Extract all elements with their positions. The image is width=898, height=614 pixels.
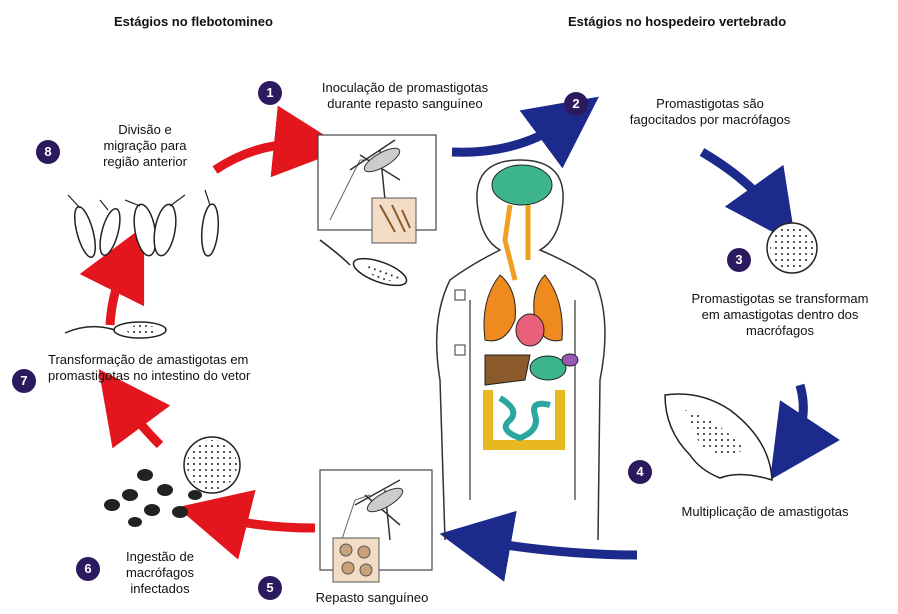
arrow-8-to-1 xyxy=(215,144,310,170)
step-8-line2: migração para xyxy=(70,138,220,154)
step-5-badge: 5 xyxy=(258,576,282,600)
step-2-line2: fagocitados por macrófagos xyxy=(600,112,820,128)
arrow-2-to-3 xyxy=(702,152,775,215)
dividing-promastigotes-illustration xyxy=(68,190,220,259)
step-6-line1: Ingestão de xyxy=(100,549,220,565)
header-host-stages: Estágios no hospedeiro vertebrado xyxy=(568,14,786,29)
step-4-label: Multiplicação de amastigotas xyxy=(650,504,880,520)
step-7-line1: Transformação de amastigotas em xyxy=(48,352,338,368)
step-7-line2: promastigotas no intestino do vetor xyxy=(48,368,338,384)
step-6-line2: macrófagos xyxy=(100,565,220,581)
sandfly-bloodmeal-illustration xyxy=(320,470,432,582)
promastigote-illustration xyxy=(320,240,410,291)
arrow-4-to-5 xyxy=(475,540,637,555)
step-3-line1: Promastigotas se transformam xyxy=(665,291,895,307)
step-4-line1: Multiplicação de amastigotas xyxy=(650,504,880,520)
step-2-label: Promastigotas são fagocitados por macróf… xyxy=(600,96,820,128)
step-5-label: Repasto sanguíneo xyxy=(292,590,452,606)
spleen xyxy=(562,354,578,366)
step-1-badge: 1 xyxy=(258,81,282,105)
small-intestine xyxy=(500,398,550,438)
brain xyxy=(492,165,552,205)
step-8-label: Divisão e migração para região anterior xyxy=(70,122,220,170)
liver xyxy=(485,355,530,385)
step-2-badge: 2 xyxy=(564,92,588,116)
step-7-badge: 7 xyxy=(12,369,36,393)
step-6-line3: infectados xyxy=(100,581,220,597)
lung-left xyxy=(484,275,515,341)
heart xyxy=(516,314,544,346)
header-vector-stages: Estágios no flebotomineo xyxy=(114,14,273,29)
transforming-promastigote-illustration xyxy=(65,322,166,338)
multiplying-macrophage-illustration xyxy=(665,394,772,480)
esophagus xyxy=(505,205,528,280)
step-3-badge: 3 xyxy=(727,248,751,272)
step-8-badge: 8 xyxy=(36,140,60,164)
macrophage-illustration xyxy=(767,223,817,273)
step-3-label: Promastigotas se transformam em amastigo… xyxy=(665,291,895,339)
sandfly-inoculation-illustration xyxy=(318,135,436,243)
arrow-3-to-4 xyxy=(790,385,803,450)
arrow-6-to-7 xyxy=(120,398,160,445)
step-1-line2: durante repasto sanguíneo xyxy=(290,96,520,112)
step-2-line1: Promastigotas são xyxy=(600,96,820,112)
arrow-5-to-6 xyxy=(212,516,315,528)
arrow-7-to-8 xyxy=(110,258,128,325)
step-3-line2: em amastigotas dentro dos xyxy=(665,307,895,323)
step-4-badge: 4 xyxy=(628,460,652,484)
step-3-line3: macrófagos xyxy=(665,323,895,339)
step-7-label: Transformação de amastigotas em promasti… xyxy=(48,352,338,384)
step-8-line1: Divisão e xyxy=(70,122,220,138)
stomach xyxy=(530,356,566,380)
arrow-1-to-2 xyxy=(452,118,570,152)
step-6-label: Ingestão de macrófagos infectados xyxy=(100,549,220,597)
step-1-label: Inoculação de promastigotas durante repa… xyxy=(290,80,520,112)
human-body-illustration xyxy=(437,160,605,540)
step-1-line1: Inoculação de promastigotas xyxy=(290,80,520,96)
step-6-badge: 6 xyxy=(76,557,100,581)
step-5-line1: Repasto sanguíneo xyxy=(292,590,452,606)
step-8-line3: região anterior xyxy=(70,154,220,170)
